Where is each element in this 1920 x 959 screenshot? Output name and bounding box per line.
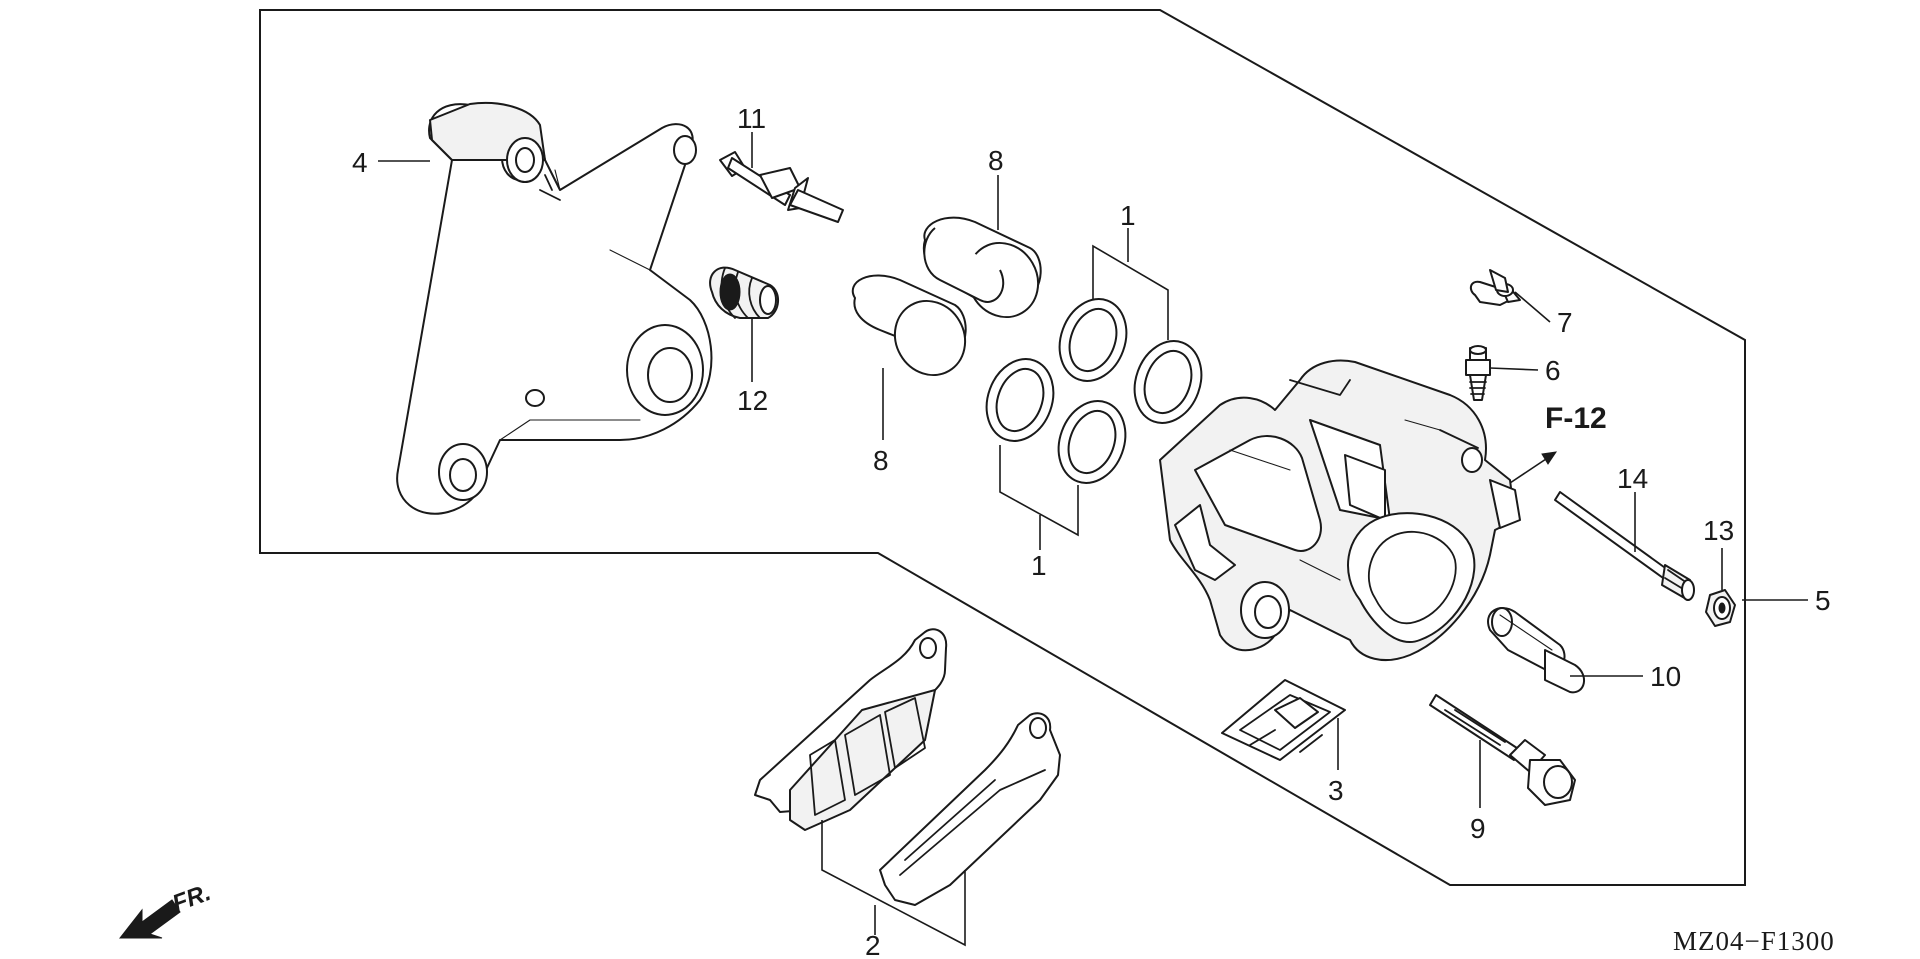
caliper-body-part[interactable] [1159, 359, 1521, 661]
callout-6: 6 [1545, 355, 1561, 386]
seal-ring-set-part[interactable] [976, 290, 1213, 493]
callout-5: 5 [1815, 585, 1831, 616]
callout-8-bottom: 8 [873, 445, 889, 476]
reference-pointer-arrowhead [1541, 451, 1558, 465]
leader-lines [378, 132, 1808, 947]
front-direction-label: FR. [169, 879, 215, 918]
caliper-bracket-part[interactable] [396, 102, 713, 515]
piston-upper-part[interactable] [922, 216, 1051, 330]
pin-bolt-part[interactable] [719, 151, 844, 223]
pin-nut-part[interactable] [1705, 589, 1736, 627]
callout-2: 2 [865, 930, 881, 959]
slide-pin-part[interactable] [1554, 491, 1695, 601]
bleeder-valve-part[interactable] [1465, 345, 1491, 401]
front-direction-arrow [118, 899, 181, 939]
rubber-boot-part[interactable] [709, 266, 779, 319]
callout-14: 14 [1617, 463, 1648, 494]
caliper-bolt-part[interactable] [1429, 694, 1576, 806]
callout-10: 10 [1650, 661, 1681, 692]
assembly-frame [259, 9, 1746, 886]
callout-8-top: 8 [988, 145, 1004, 176]
callout-11: 11 [737, 103, 766, 134]
pad-spring-part[interactable] [1221, 679, 1346, 761]
reference-label: F-12 [1545, 402, 1607, 435]
callout-13: 13 [1703, 515, 1734, 546]
callout-9: 9 [1470, 813, 1486, 844]
callout-3: 3 [1328, 775, 1344, 806]
callout-4: 4 [352, 147, 368, 178]
callout-1-top: 1 [1120, 200, 1136, 231]
callout-12: 12 [737, 385, 768, 416]
callout-1-bottom: 1 [1031, 550, 1047, 581]
brake-pad-set-part[interactable] [754, 628, 1061, 906]
sleeve-bolt-part[interactable] [1487, 607, 1585, 694]
drawing-code: MZ04−F1300 [1673, 926, 1835, 956]
callout-7: 7 [1557, 307, 1573, 338]
bleeder-cap-part[interactable] [1469, 269, 1521, 306]
piston-lower-part[interactable] [851, 274, 979, 387]
